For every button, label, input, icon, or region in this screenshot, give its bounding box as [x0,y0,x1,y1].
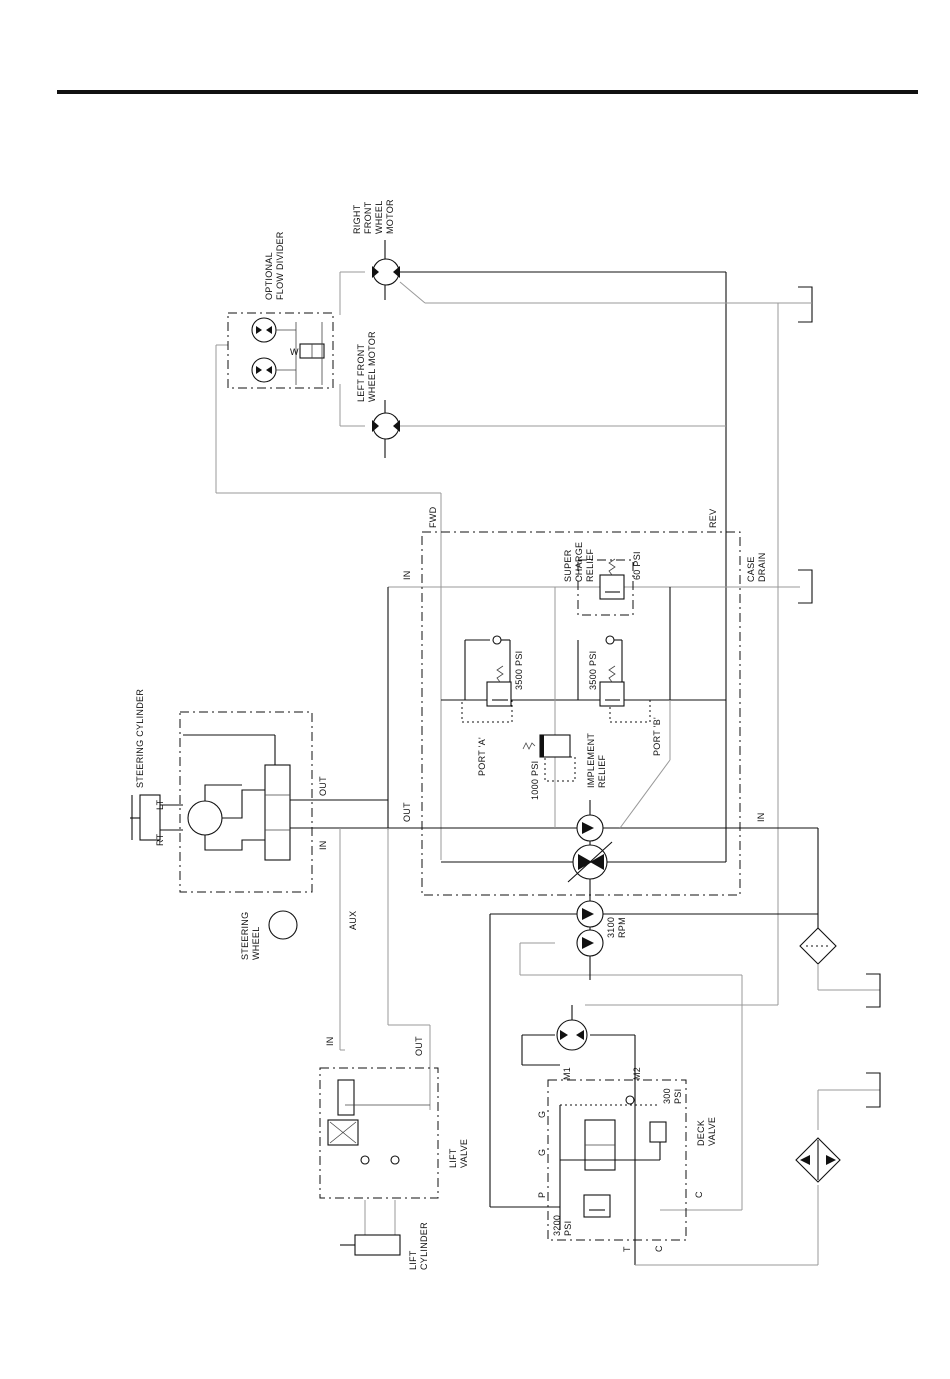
super-charge-relief-valve [577,558,634,616]
label-3100-rpm: 3100 RPM [606,914,627,938]
label-implement-relief: IMPLEMENT RELIEF [586,730,607,788]
label-out-mid: OUT [402,802,412,822]
label-c2: C [654,1245,664,1252]
label-left-front-wheel-motor: LEFT FRONT WHEEL MOTOR [356,331,377,402]
label-g2: G [537,1149,547,1156]
label-lift-cylinder: LIFT CYLINDER [408,1222,429,1270]
steering-cylinder [130,794,183,841]
label-out-lift: OUT [414,1036,424,1056]
label-lift-valve: LIFT VALVE [448,1139,469,1168]
label-port-a: PORT 'A' [477,737,487,776]
label-g1: G [537,1111,547,1118]
hydrostat-boundary [421,531,741,896]
header-rule [57,90,918,94]
label-in-steer: IN [318,840,328,850]
label-case-drain: CASE DRAIN [746,552,767,582]
label-lt: LT [155,799,165,810]
diagram-labels: OPTIONAL FLOW DIVIDER RIGHT FRONT WHEEL … [135,198,767,1270]
deck-valve [547,1079,687,1241]
label-1000-psi: 1000 PSI [530,761,540,800]
label-out-steer: OUT [318,776,328,796]
right-front-wheel-motor [372,240,400,300]
label-port-b: PORT 'B' [652,717,662,756]
label-optional-flow-divider: OPTIONAL FLOW DIVIDER [264,231,285,300]
filter-symbols [795,927,841,1183]
label-m1: M1 [562,1067,572,1080]
label-p: P [537,1192,547,1198]
hydraulic-lines [215,271,880,1266]
relief-valve-port-a [461,635,513,723]
label-right-front-wheel-motor: RIGHT FRONT WHEEL MOTOR [352,198,395,234]
label-300-psi: 300 PSI [662,1085,683,1104]
label-steering-wheel: STEERING WHEEL [240,909,261,960]
pump-stack [567,800,613,980]
label-fwd: FWD [428,506,438,528]
label-super-charge-relief: SUPER CHARGE RELIEF [563,539,595,582]
lift-cylinder [340,1234,401,1256]
label-rev: REV [708,509,718,528]
svg-text:W: W [290,347,299,357]
label-3500-psi-b: 3500 PSI [588,651,598,690]
flow-divider: W [227,312,334,389]
label-rt: RT [155,833,165,846]
implement-relief-valve [522,734,576,782]
deck-motor [556,1005,588,1051]
reservoir-symbols [778,286,881,1108]
label-in-right: IN [756,812,766,822]
label-c1: C [694,1191,704,1198]
lift-valve [319,1067,439,1199]
label-t: T [622,1246,632,1252]
label-in-lift: IN [325,1036,335,1046]
label-steering-cylinder: STEERING CYLINDER [135,689,145,788]
steering-wheel-symbol [268,910,298,940]
label-60-psi: 60 PSI [632,551,642,580]
label-m2: M2 [632,1067,642,1080]
label-deck-valve: DECK VALVE [696,1117,717,1146]
label-in-top: IN [402,570,412,580]
label-3200-psi: 3200 PSI [552,1212,573,1236]
left-front-wheel-motor [372,400,400,458]
label-3500-psi-a: 3500 PSI [514,651,524,690]
relief-valve-port-b [599,635,651,723]
label-aux: AUX [348,911,358,930]
steering-unit [179,711,315,893]
